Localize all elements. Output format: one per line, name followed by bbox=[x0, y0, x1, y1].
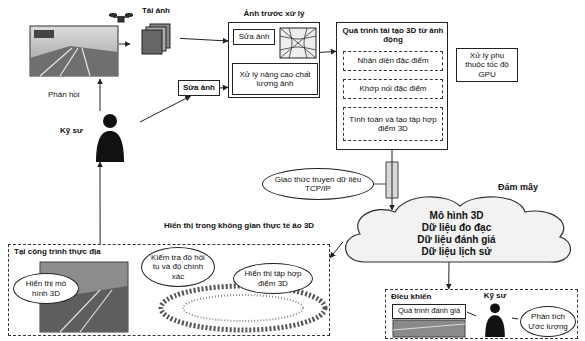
node-text: Tải ảnh bbox=[132, 6, 180, 15]
node-text: Quá trình đánh giá bbox=[398, 307, 460, 316]
node-text: Phân tích Ước lượng bbox=[528, 312, 568, 330]
drone-icon bbox=[109, 14, 133, 23]
node-text: Mô hình 3D bbox=[335, 210, 578, 222]
check-ellipse: Kiểm tra độ hội tụ và độ chính xác bbox=[141, 247, 215, 287]
analysis-ellipse: Phân tích Ước lượng bbox=[520, 306, 576, 337]
control-region: Điều khiển Kỹ sư Quá trình đánh giáPhân tí… bbox=[385, 289, 578, 339]
upload-arrow bbox=[119, 44, 130, 45]
image-stack-icon bbox=[140, 22, 172, 56]
node-text: Sửa ảnh bbox=[239, 32, 270, 41]
grid-icon bbox=[279, 27, 317, 59]
process-box: Xử lý nâng cao chất lượng ảnh bbox=[232, 63, 318, 95]
node-text: Kỹ sư bbox=[478, 291, 512, 300]
node-text: Kỹ sư bbox=[60, 126, 83, 135]
site-region: Hiển thị trong không gian thực tế ảo 3DT… bbox=[8, 244, 330, 336]
node-text: Điều khiển bbox=[390, 292, 432, 301]
leader-line bbox=[467, 312, 476, 316]
process-box: Sửa ảnh bbox=[178, 80, 220, 96]
engineer: Kỹ sư bbox=[60, 112, 140, 162]
note-box: Xử lý phụ thuộc tốc độ GPU bbox=[456, 48, 518, 82]
leader-line bbox=[512, 318, 518, 319]
node-text: Tại công trình thực địa bbox=[12, 247, 103, 256]
leader-line bbox=[374, 184, 386, 185]
node-text: Xử lý phụ thuộc tốc độ GPU bbox=[460, 51, 514, 79]
process-box: Khớp nối đặc điểm bbox=[343, 79, 443, 99]
connector-arrow bbox=[220, 87, 228, 89]
process-box: Tính toán và tạo tập hợp điểm 3D bbox=[343, 107, 443, 141]
connector-arrow bbox=[448, 262, 449, 289]
node-text: Đám mây bbox=[498, 182, 538, 192]
upload-step: Tải ảnh bbox=[132, 6, 180, 60]
site-photo bbox=[30, 26, 118, 76]
node-text: Hiển thị trong không gian thực tế ảo 3D bbox=[149, 221, 329, 230]
node-text: Khớp nối đặc điểm bbox=[359, 84, 426, 93]
connector-arrow bbox=[180, 38, 228, 41]
node-text: Dữ liệu đánh giá bbox=[335, 234, 578, 246]
display-ellipse: Hiển thị mô hình 3D bbox=[13, 273, 79, 304]
process-box: Quá trình đánh giá bbox=[392, 304, 466, 319]
cloud: Đám mây Mô hình 3DDữ liệu đo đạcDữ liệu đ… bbox=[335, 182, 578, 274]
node-text: Sửa ảnh bbox=[183, 83, 215, 92]
feedback-arrow bbox=[100, 79, 101, 111]
engineer: Kỹ sư bbox=[478, 291, 512, 337]
node-text: Nhận diện đặc điểm bbox=[357, 56, 428, 65]
node-text: Hiển thị tập hợp điểm 3D bbox=[241, 269, 305, 287]
node-text: Quá trình tái tạo 3D từ ảnh động bbox=[339, 26, 447, 44]
connector-arrow bbox=[330, 242, 343, 258]
node-text: Tính toán và tạo tập hợp điểm 3D bbox=[347, 115, 439, 133]
node-text: Giao thức truyền dữ liệu TCP/IP bbox=[270, 175, 366, 193]
node-text: Hiển thị mô hình 3D bbox=[21, 279, 71, 297]
node-text: Dữ liệu lịch sử bbox=[335, 246, 578, 258]
process-box: Nhận diện đặc điểm bbox=[343, 51, 443, 71]
reconstruction-box: Quá trình tái tạo 3D từ ảnh độngNhận diệ… bbox=[336, 22, 448, 150]
connector-arrow bbox=[392, 150, 393, 210]
process-box: Sửa ảnh bbox=[233, 29, 275, 45]
preprocess-box: Ảnh trước xử lýSửa ảnhXử lý nâng cao chấ… bbox=[228, 22, 320, 98]
engineer-figure bbox=[90, 112, 130, 162]
protocol-ellipse: Giao thức truyền dữ liệu TCP/IP bbox=[262, 168, 374, 200]
node-text: Ảnh trước xử lý bbox=[229, 9, 319, 18]
display-ellipse: Hiển thị tập hợp điểm 3D bbox=[233, 263, 313, 294]
annotation-label: Phản hồi bbox=[48, 90, 80, 99]
node-text: Kiểm tra độ hội tụ và độ chính xác bbox=[149, 253, 207, 281]
connector-arrow bbox=[140, 96, 191, 122]
node-text: Xử lý nâng cao chất lượng ảnh bbox=[236, 70, 314, 88]
control-photo bbox=[393, 320, 465, 337]
point-cloud bbox=[161, 286, 325, 330]
engineer-figure bbox=[481, 302, 509, 337]
node-text: Dữ liệu đo đạc bbox=[335, 222, 578, 234]
connector-arrow bbox=[320, 51, 336, 52]
connector-arrow bbox=[100, 162, 101, 244]
